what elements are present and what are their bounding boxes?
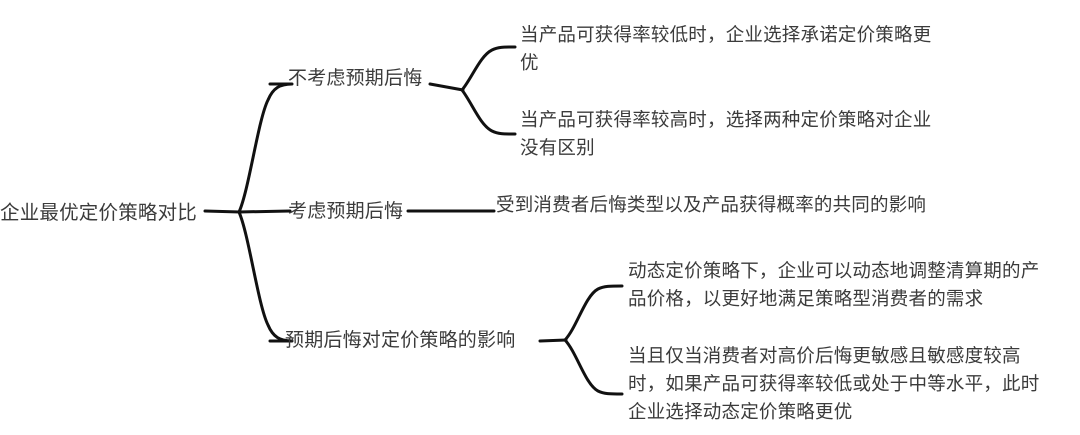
connector-branch3-stub xyxy=(538,338,568,343)
connector-root-to-branch3 xyxy=(237,210,294,343)
branch-node-1[interactable]: 不考虑预期后悔 xyxy=(288,67,423,89)
leaf-node-3-2[interactable]: 当且仅当消费者对高价后悔更敏感且敏感度较高时，如果产品可获得率较低或处于中等水平… xyxy=(628,346,1040,423)
leaf-node-2-1[interactable]: 受到消费者后悔类型以及产品获得概率的共同的影响 xyxy=(496,195,927,216)
connector-branch1-to-leaf1a xyxy=(460,45,517,92)
leaf-node-1-1[interactable]: 当产品可获得率较低时，企业选择承诺定价策略更优 xyxy=(520,25,932,74)
branch-node-3[interactable]: 预期后悔对定价策略的影响 xyxy=(285,329,516,351)
connector-root-to-branch2 xyxy=(237,209,292,214)
connector-root-stub xyxy=(203,209,242,214)
connector-branch1-to-leaf1b xyxy=(460,88,517,136)
leaf-node-1-2[interactable]: 当产品可获得率较高时，选择两种定价策略对企业没有区别 xyxy=(520,110,932,159)
connector-root-to-branch1 xyxy=(237,82,294,214)
leaf-node-3-1[interactable]: 动态定价策略下，企业可以动态地调整清算期的产品价格，以更好地满足策略型消费者的需… xyxy=(628,261,1040,310)
branch-node-2[interactable]: 考虑预期后悔 xyxy=(288,200,404,222)
connector-branch1-stub xyxy=(428,82,465,92)
root-node[interactable]: 企业最优定价策略对比 xyxy=(0,201,198,224)
connector-branch3-to-leaf3b xyxy=(563,338,624,396)
connector-branch3-to-leaf3a xyxy=(563,284,624,342)
